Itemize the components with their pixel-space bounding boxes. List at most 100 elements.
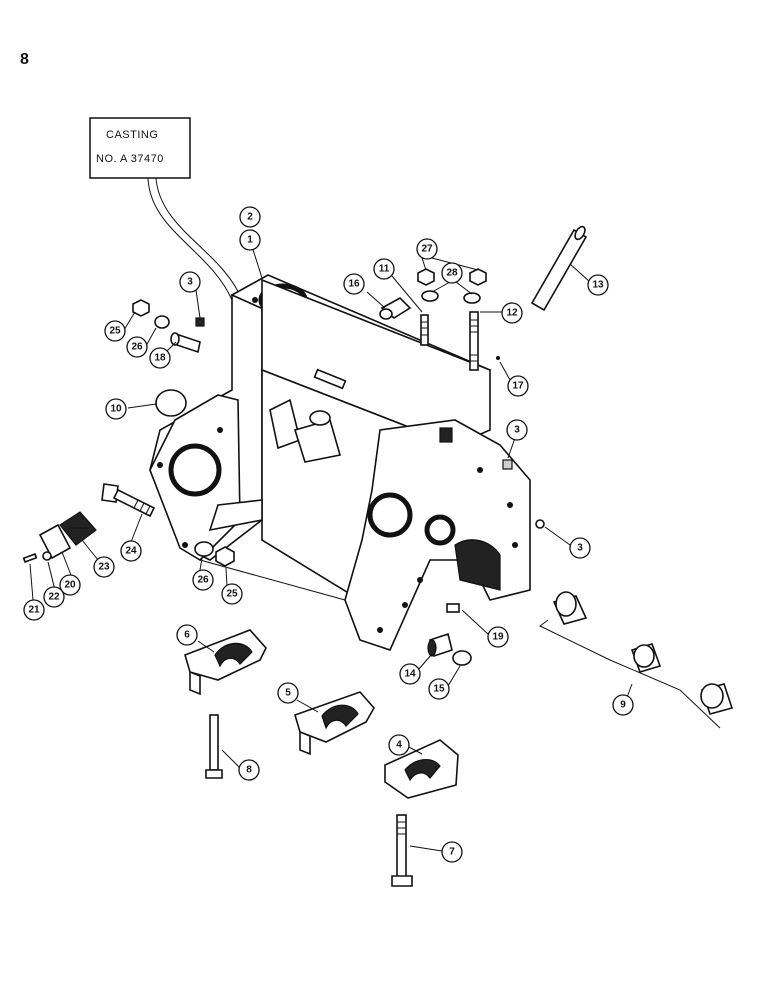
- svg-text:25: 25: [226, 589, 238, 600]
- part-12-stud: [469, 311, 479, 371]
- part-17-plug: [496, 356, 500, 360]
- part-15-cup-plug: [452, 650, 472, 666]
- casting-label-line2: NO. A 37470: [96, 153, 164, 165]
- svg-text:3: 3: [577, 543, 583, 554]
- callout-23: 23: [93, 556, 115, 578]
- callout-1: 1: [239, 229, 261, 251]
- svg-text:8: 8: [246, 765, 252, 776]
- svg-text:1: 1: [247, 235, 253, 246]
- callout-3-right-upper: 3: [506, 419, 528, 441]
- callout-2: 2: [239, 206, 261, 228]
- callout-8: 8: [238, 759, 260, 781]
- callout-12: 12: [501, 302, 523, 324]
- callout-14: 14: [399, 663, 421, 685]
- callout-9: 9: [612, 694, 634, 716]
- svg-text:22: 22: [48, 592, 60, 603]
- part-3-plug-a: [195, 317, 205, 327]
- callout-10: 10: [105, 398, 127, 420]
- part-7-cap-bolt: [391, 814, 413, 887]
- svg-text:21: 21: [28, 605, 40, 616]
- svg-text:3: 3: [187, 277, 193, 288]
- svg-text:19: 19: [492, 632, 504, 643]
- callout-13: 13: [587, 274, 609, 296]
- page-number: 8: [20, 51, 29, 68]
- svg-text:15: 15: [433, 684, 445, 695]
- callout-18: 18: [149, 347, 171, 369]
- part-24-bolt: [101, 483, 156, 518]
- callout-5: 5: [277, 682, 299, 704]
- casting-number-label: CASTING NO. A 37470: [89, 117, 191, 179]
- svg-text:16: 16: [348, 279, 360, 290]
- svg-text:9: 9: [620, 700, 626, 711]
- part-27-nuts: [417, 268, 487, 286]
- part-23-cover-plate: [59, 511, 97, 546]
- casting-label-line1: CASTING: [106, 129, 158, 141]
- callout-17: 17: [507, 375, 529, 397]
- callout-19: 19: [487, 626, 509, 648]
- part-16-fitting: [379, 297, 412, 320]
- part-3-plug-b: [502, 459, 513, 470]
- part-3-plug-c: [535, 519, 545, 529]
- svg-text:28: 28: [446, 268, 458, 279]
- part-4-bearing-cap: [384, 739, 459, 799]
- svg-text:26: 26: [197, 575, 209, 586]
- part-14-plug: [427, 632, 453, 658]
- part-18-dowel: [170, 332, 201, 354]
- part-13-dowel-tube: [530, 225, 588, 312]
- callout-22: 22: [43, 586, 65, 608]
- svg-text:25: 25: [109, 326, 121, 337]
- svg-text:11: 11: [379, 264, 390, 275]
- callout-24: 24: [120, 540, 142, 562]
- svg-text:3: 3: [514, 425, 520, 436]
- part-10-expansion-plug: [155, 389, 187, 417]
- part-5-bearing-cap: [294, 691, 375, 756]
- callout-16: 16: [343, 273, 365, 295]
- callout-28: 28: [441, 262, 463, 284]
- svg-text:27: 27: [421, 244, 433, 255]
- callout-25-lower: 25: [221, 583, 243, 605]
- svg-text:17: 17: [512, 381, 524, 392]
- callout-4: 4: [388, 734, 410, 756]
- part-21-screw: [22, 553, 38, 563]
- callout-6: 6: [176, 624, 198, 646]
- svg-text:20: 20: [64, 580, 76, 591]
- part-20-gasket: [38, 523, 72, 560]
- svg-text:6: 6: [184, 630, 190, 641]
- callout-27: 27: [416, 238, 438, 260]
- part-22-lockwasher: [42, 551, 52, 561]
- svg-text:5: 5: [285, 688, 291, 699]
- part-26-washer-lower: [194, 541, 214, 557]
- part-19-dowel-pin: [446, 603, 460, 613]
- svg-text:2: 2: [247, 212, 253, 223]
- callout-7: 7: [441, 841, 463, 863]
- part-25-nut-upper: [132, 299, 150, 317]
- svg-text:4: 4: [396, 740, 402, 751]
- svg-text:10: 10: [110, 404, 122, 415]
- svg-text:14: 14: [404, 669, 416, 680]
- part-9-camshaft-bushings: [539, 591, 734, 729]
- part-6-bearing-cap: [184, 629, 267, 696]
- cylinder-block: [149, 274, 531, 651]
- callout-3-right-lower: 3: [569, 537, 591, 559]
- callout-20: 20: [59, 574, 81, 596]
- callout-21: 21: [23, 599, 45, 621]
- part-25-nut-lower: [215, 546, 235, 567]
- callout-26-lower: 26: [192, 569, 214, 591]
- svg-text:12: 12: [506, 308, 518, 319]
- callout-25-upper: 25: [104, 320, 126, 342]
- svg-text:7: 7: [449, 847, 455, 858]
- leader-lines: [29, 239, 633, 852]
- callout-3-upper-left: 3: [179, 271, 201, 293]
- callout-15: 15: [428, 678, 450, 700]
- callout-11: 11: [373, 258, 395, 280]
- svg-text:18: 18: [154, 353, 166, 364]
- svg-text:26: 26: [131, 342, 143, 353]
- part-26-washer-upper: [154, 315, 170, 329]
- callout-26-upper: 26: [126, 336, 148, 358]
- svg-text:24: 24: [125, 546, 137, 557]
- part-11-stud: [420, 314, 429, 346]
- part-28-washers: [421, 290, 481, 304]
- part-8-cap-bolt: [205, 714, 223, 779]
- svg-text:23: 23: [98, 562, 110, 573]
